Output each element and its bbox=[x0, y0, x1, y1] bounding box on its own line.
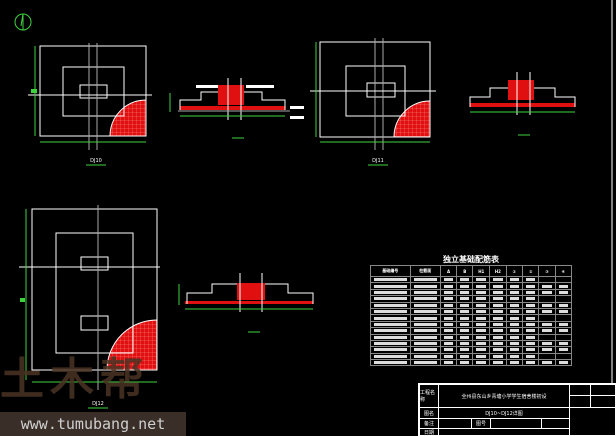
table-cell bbox=[554, 333, 573, 341]
table-cell bbox=[456, 346, 474, 354]
table-row bbox=[370, 282, 573, 290]
table-cell bbox=[456, 333, 474, 341]
table-cell bbox=[538, 359, 556, 367]
foundation-section-3 bbox=[178, 273, 314, 333]
table-cell bbox=[439, 359, 458, 367]
table-row bbox=[370, 301, 573, 309]
table-row bbox=[370, 352, 573, 361]
table-row bbox=[370, 320, 573, 329]
table-header: ② bbox=[522, 265, 540, 277]
table-row bbox=[370, 295, 573, 303]
table-row bbox=[370, 359, 573, 367]
table-cell bbox=[554, 346, 573, 354]
foundation-plan-2 bbox=[310, 38, 436, 166]
table-cell bbox=[554, 352, 573, 361]
foundation-plan-3 bbox=[19, 205, 160, 409]
table-title: 独立基础配筋表 bbox=[443, 255, 499, 264]
table-cell bbox=[456, 275, 474, 284]
table-cell bbox=[554, 307, 573, 316]
table-cell bbox=[554, 282, 573, 290]
table-cell bbox=[505, 359, 524, 367]
table-header: A bbox=[439, 265, 458, 277]
foundation-section-1 bbox=[169, 78, 304, 139]
table-cell bbox=[456, 327, 474, 335]
table-row bbox=[370, 314, 573, 322]
table-header: 基础编号 bbox=[370, 265, 411, 277]
table-cell bbox=[456, 288, 474, 297]
table-row bbox=[370, 327, 573, 335]
title-block: 工程名称 全州县东山乡青塘小学学生宿舍楼初设 图名 DJ10~DJ12详图 备注… bbox=[418, 383, 616, 436]
table-cell bbox=[370, 359, 411, 367]
table-cell bbox=[554, 295, 573, 303]
table-cell bbox=[456, 320, 474, 329]
table-cell bbox=[409, 359, 441, 367]
table-header: B bbox=[456, 265, 474, 277]
table-row bbox=[370, 288, 573, 297]
project-name: 全州县东山乡青塘小学学生宿舍楼初设 bbox=[438, 384, 570, 408]
table-cell bbox=[456, 307, 474, 316]
table-cell bbox=[456, 314, 474, 322]
table-row bbox=[370, 307, 573, 316]
table-row bbox=[370, 339, 573, 348]
table-header: ① bbox=[505, 265, 524, 277]
table-cell bbox=[554, 275, 573, 284]
table-header: ③ bbox=[538, 265, 556, 277]
watermark-url: www.tumubang.net bbox=[0, 412, 186, 436]
table-row bbox=[370, 275, 573, 284]
table-header: ④ bbox=[554, 265, 573, 277]
table-cell bbox=[456, 301, 474, 309]
table-header: H1 bbox=[472, 265, 491, 277]
north-arrow-icon bbox=[14, 13, 32, 31]
plan-label-3: DJ12 bbox=[92, 401, 104, 407]
table-cell bbox=[522, 359, 540, 367]
date-label: 日期 bbox=[419, 428, 439, 436]
table-cell bbox=[489, 359, 507, 367]
table-row bbox=[370, 333, 573, 341]
foundation-plan-1 bbox=[28, 43, 152, 166]
table-cell bbox=[456, 339, 474, 348]
table-cell bbox=[456, 295, 474, 303]
table-cell bbox=[554, 301, 573, 309]
plan-label-2: DJ11 bbox=[372, 158, 384, 164]
table-cell bbox=[472, 359, 491, 367]
table-cell bbox=[554, 314, 573, 322]
watermark: 土木帮 bbox=[0, 355, 188, 405]
table-cell bbox=[456, 282, 474, 290]
watermark-logo: 土木帮 bbox=[0, 354, 150, 405]
table-cell bbox=[456, 359, 474, 367]
project-label: 工程名称 bbox=[419, 384, 439, 408]
table-header: 柱截面 bbox=[409, 265, 441, 277]
table-cell bbox=[554, 327, 573, 335]
table-cell bbox=[554, 359, 573, 367]
foundation-section-2 bbox=[469, 72, 576, 136]
plan-label-1: DJ10 bbox=[90, 158, 102, 164]
table-cell bbox=[554, 320, 573, 329]
table-cell bbox=[554, 339, 573, 348]
table-cell bbox=[456, 352, 474, 361]
table-cell bbox=[554, 288, 573, 297]
table-row bbox=[370, 346, 573, 354]
table-header: H2 bbox=[489, 265, 507, 277]
